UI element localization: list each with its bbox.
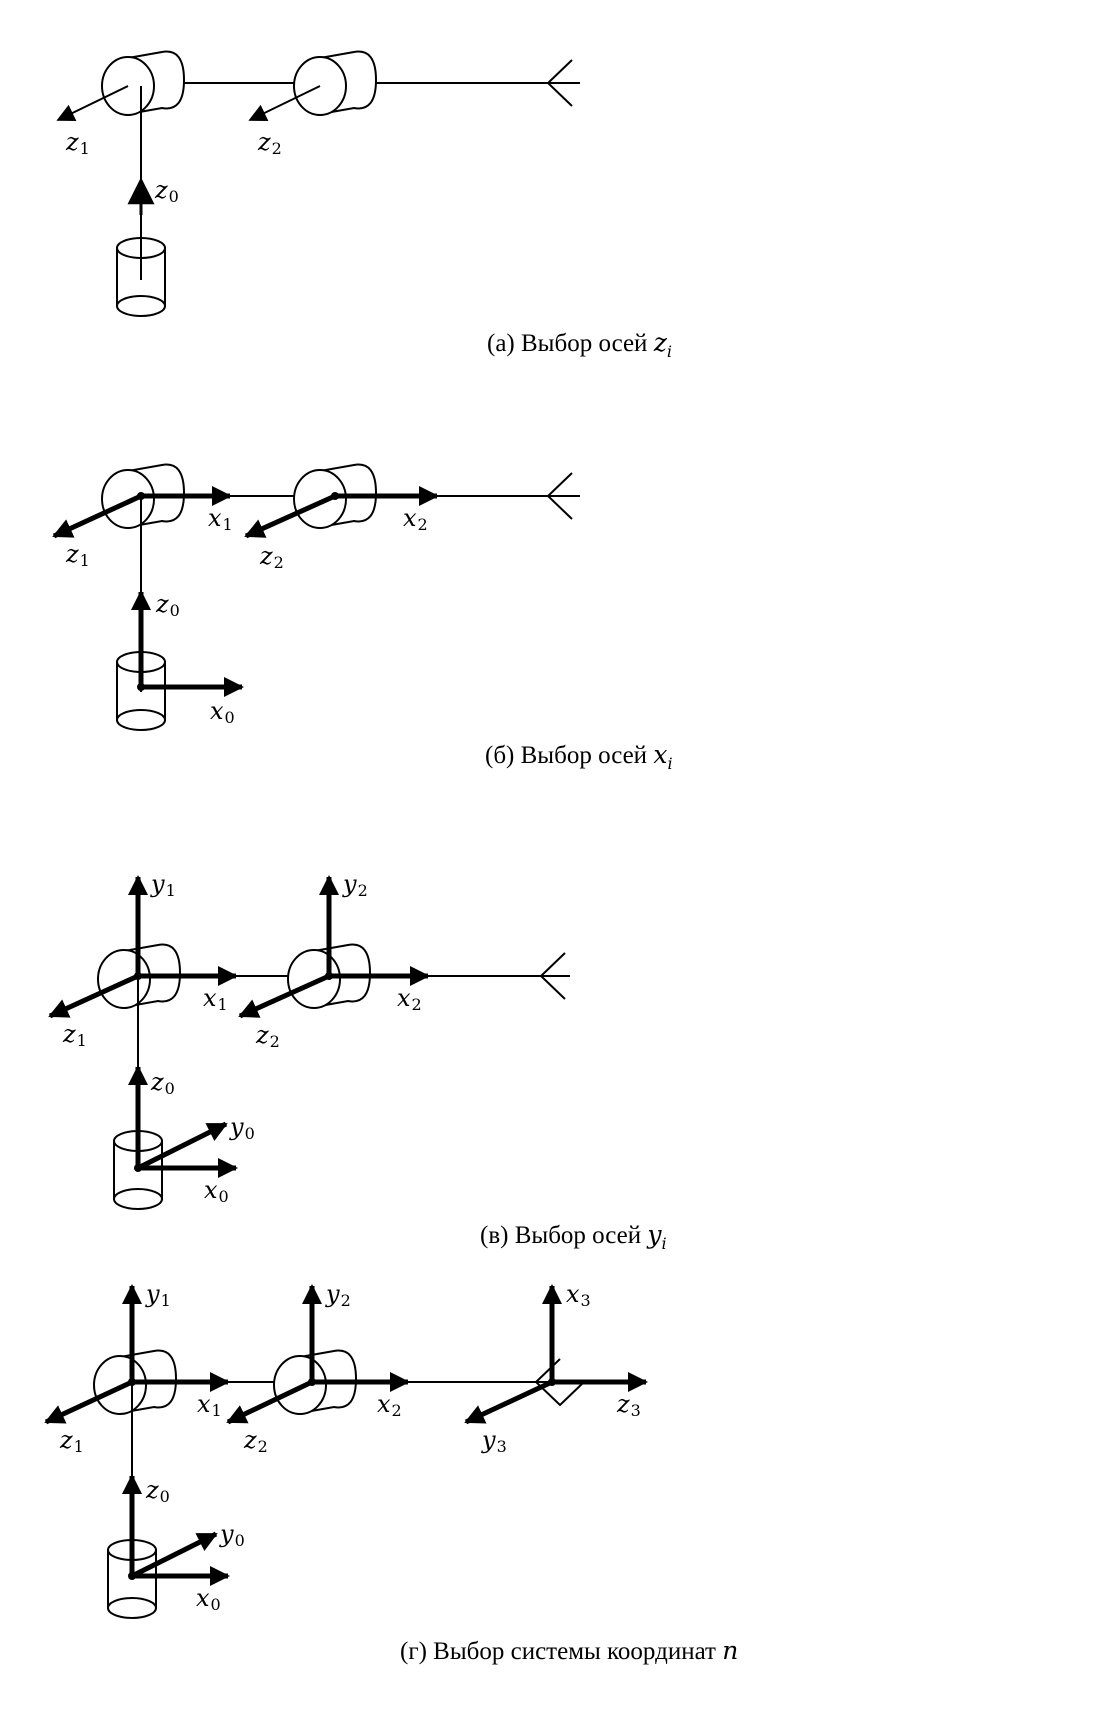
y2-label: y2 [343, 870, 368, 900]
y2-label: y2 [326, 1280, 351, 1310]
y0-label: y0 [230, 1113, 255, 1143]
caption-c: (в) Выбор осей yi [480, 1220, 667, 1253]
end-effector-gripper [539, 952, 566, 1000]
frame-0-origin [128, 1572, 136, 1580]
caption-text: Выбор осей [514, 1222, 642, 1249]
x0-label: x0 [210, 697, 235, 727]
caption-text: Выбор системы координат [433, 1638, 716, 1665]
z1-arrow [44, 1379, 134, 1425]
x2-label: x2 [403, 504, 428, 534]
caption-text: Выбор осей [520, 742, 648, 769]
end-effector-gripper [534, 1358, 585, 1407]
z3-label: z3 [617, 1390, 641, 1420]
frame-2-origin [308, 1378, 316, 1386]
frame-3-origin [548, 1378, 556, 1386]
caption-var: yi [647, 1220, 667, 1253]
x1-label: x1 [197, 1390, 222, 1420]
y3-label: y3 [482, 1426, 507, 1456]
frame-2-origin [325, 972, 333, 980]
y3-arrow [464, 1379, 554, 1425]
panel-a-diagram [56, 50, 580, 317]
z1-label: z1 [66, 128, 90, 158]
x0-label: x0 [204, 1176, 229, 1206]
caption-b: (б) Выбор осей xi [485, 740, 673, 773]
panel-d-diagram [44, 1284, 648, 1619]
panel-a: z1 z2 z0 (а) Выбор осей zi [0, 0, 1108, 380]
revolute-joint-2 [293, 50, 378, 116]
caption-label: (б) [485, 742, 515, 769]
caption-var: zi [653, 328, 672, 361]
caption-label: (г) [400, 1638, 427, 1665]
y1-label: y1 [146, 1280, 171, 1310]
z2-arrow [248, 85, 321, 122]
z1-arrow [48, 973, 140, 1019]
x3-label: x3 [566, 1280, 591, 1310]
z1-arrow [52, 493, 143, 539]
caption-d: (г) Выбор системы координат n [400, 1636, 738, 1669]
panel-d: y1 y2 x3 x1 x2 z3 z1 z2 y3 z0 y0 x0 (г) … [0, 1276, 1108, 1716]
frame-1-origin [128, 1378, 136, 1386]
z2-label: z2 [256, 1021, 280, 1051]
z2-arrow [226, 1379, 314, 1425]
x1-label: x1 [203, 984, 228, 1014]
caption-label: (в) [480, 1222, 509, 1249]
x1-label: x1 [208, 504, 233, 534]
y1-label: y1 [151, 870, 176, 900]
z2-label: z2 [258, 128, 282, 158]
caption-text: Выбор осей [521, 330, 648, 357]
x2-label: x2 [377, 1390, 402, 1420]
z0-label: z0 [146, 1476, 170, 1506]
caption-a: (а) Выбор осей zi [487, 328, 672, 361]
z2-arrow [244, 493, 337, 539]
panel-c: y1 y2 x1 x2 z1 z2 z0 y0 x0 (в) Выбор осе… [0, 862, 1108, 1262]
z1-label: z1 [63, 1020, 87, 1050]
y0-arrow [130, 1531, 218, 1579]
frame-0-origin [137, 683, 145, 691]
x2-label: x2 [397, 984, 422, 1014]
z1-label: z1 [60, 1426, 84, 1456]
z0-label: z0 [151, 1068, 175, 1098]
x0-label: x0 [196, 1584, 221, 1614]
caption-label: (а) [487, 330, 515, 357]
panel-b: x1 x2 z1 z2 z0 x0 (б) Выбор осей xi [0, 412, 1108, 792]
end-effector-gripper [546, 59, 573, 107]
frame-1-origin [137, 492, 145, 500]
z2-label: z2 [244, 1426, 268, 1456]
frame-1-origin [134, 972, 142, 980]
z0-label: z0 [156, 590, 180, 620]
panel-b-diagram [52, 463, 580, 731]
end-effector-gripper [546, 472, 573, 520]
z0-label: z0 [155, 176, 179, 206]
y0-label: y0 [220, 1520, 245, 1550]
caption-var: n [722, 1636, 739, 1665]
caption-var: xi [653, 740, 673, 773]
frame-2-origin [331, 492, 339, 500]
y0-arrow [136, 1121, 228, 1171]
panel-c-diagram [48, 875, 570, 1210]
frame-0-origin [134, 1164, 142, 1172]
z2-arrow [238, 973, 331, 1019]
z2-label: z2 [260, 542, 284, 572]
z1-arrow [56, 85, 129, 122]
z1-label: z1 [66, 540, 90, 570]
revolute-joint-1 [101, 50, 186, 116]
